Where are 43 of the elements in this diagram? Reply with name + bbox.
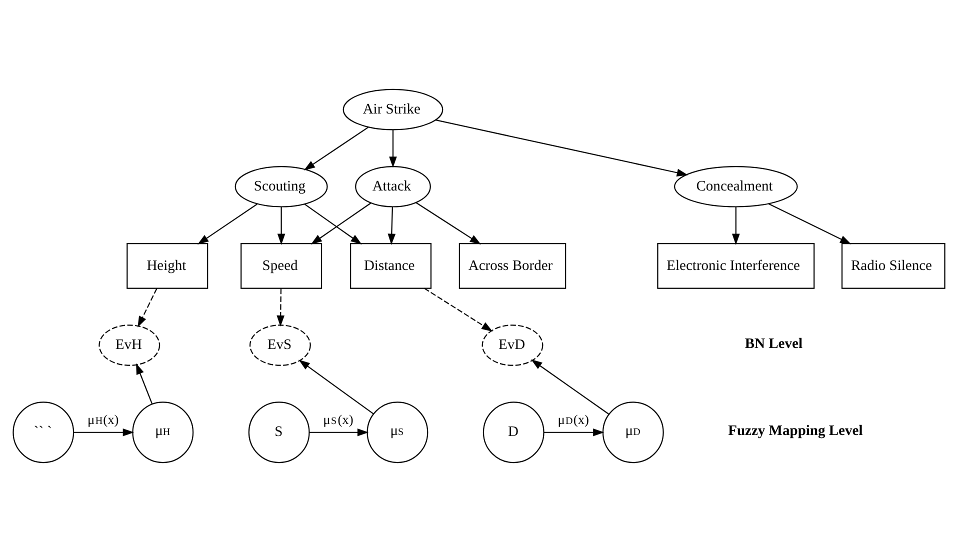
label: Fuzzy Mapping Level (728, 423, 863, 440)
edge-label: μS(x) (323, 412, 354, 428)
arrow (435, 119, 688, 177)
node-ellipse: Attack (355, 166, 431, 208)
arrow (138, 288, 158, 328)
node-circle: μS (366, 402, 428, 464)
node-circle: μH (132, 402, 194, 464)
arrow (544, 428, 604, 436)
node-box: Electronic Interference (657, 243, 815, 289)
arrow (136, 363, 153, 404)
arrow (531, 359, 609, 414)
node-box: Height (126, 243, 208, 289)
arrow (197, 204, 258, 244)
arrow (276, 288, 285, 327)
arrow (424, 288, 493, 332)
node-box: Speed (240, 243, 322, 289)
node-ellipse: EvD (482, 324, 544, 366)
edge-label: μH(x) (88, 412, 119, 428)
node-box: Radio Silence (841, 243, 946, 289)
node-ellipse: Air Strike (342, 88, 444, 130)
arrow (74, 428, 134, 436)
node-ellipse: Scouting (234, 166, 328, 208)
node-box: Distance (350, 243, 432, 289)
arrow (768, 203, 852, 244)
node-circle: D (482, 402, 544, 464)
edge-label: μD(x) (558, 412, 590, 428)
node-ellipse: EvS (249, 324, 311, 366)
arrow (298, 360, 374, 414)
arrow (304, 204, 362, 244)
arrow (304, 126, 369, 170)
arrow (309, 428, 369, 436)
node-circle: `` ` (12, 402, 74, 464)
arrow (310, 202, 372, 244)
label: BN Level (744, 336, 802, 352)
node-box: Across Border (458, 243, 566, 289)
arrow (277, 206, 286, 245)
arrow (389, 130, 397, 168)
node-circle: μD (602, 402, 664, 464)
node-circle: S (248, 402, 310, 464)
arrow (732, 206, 740, 245)
arrow (416, 202, 481, 245)
arrow (388, 206, 396, 245)
node-ellipse: EvH (98, 324, 160, 366)
